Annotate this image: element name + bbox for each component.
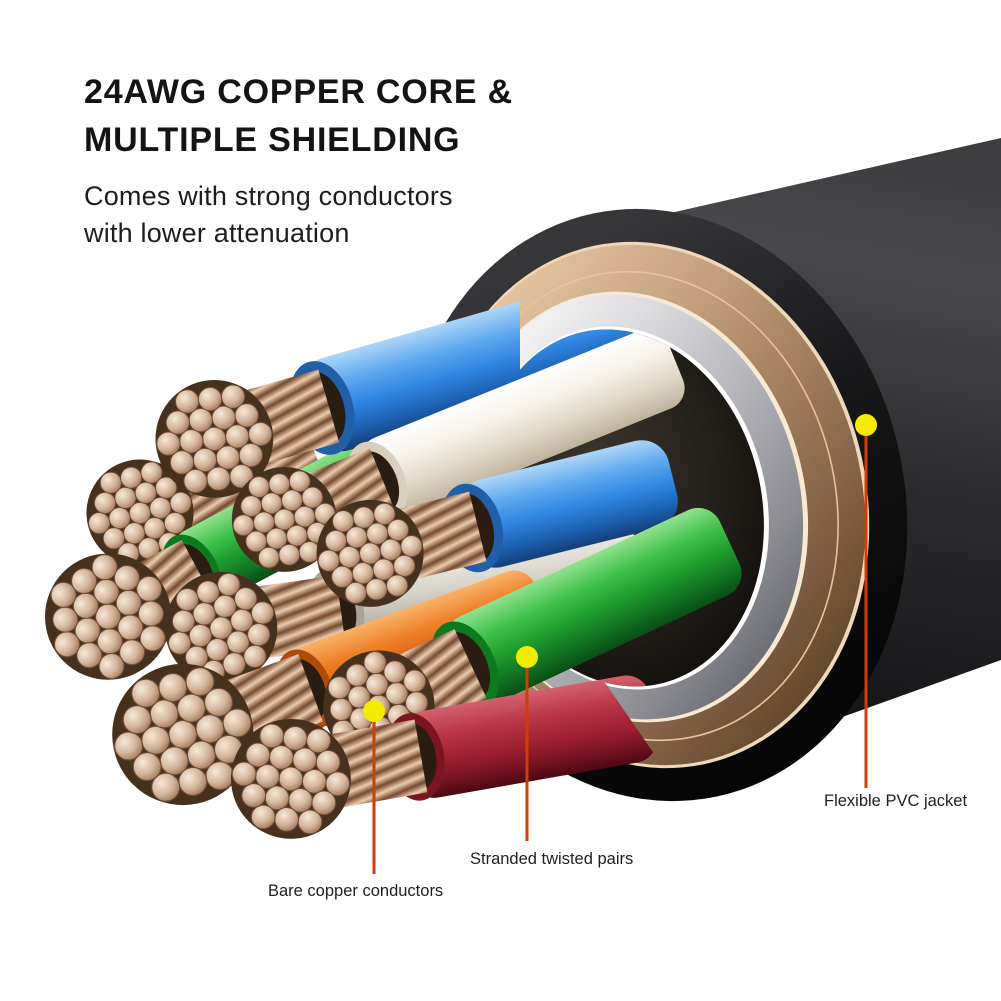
callout-label-stranded-twisted-pairs: Stranded twisted pairs: [470, 850, 633, 868]
callout-dot: [363, 700, 385, 722]
heading-title-line2: MULTIPLE SHIELDING: [84, 121, 461, 159]
wire-red: [224, 675, 658, 846]
callout-flexible-pvc-jacket: Flexible PVC jacket: [824, 414, 967, 810]
wire-blue-center: [307, 440, 678, 616]
heading-title-line1: 24AWG COPPER CORE &: [84, 73, 513, 111]
callout-dot: [516, 646, 538, 668]
callout-stranded-twisted-pairs: Stranded twisted pairs: [470, 646, 633, 868]
callout-dot: [855, 414, 877, 436]
heading-subtitle-line1: Comes with strong conductors: [84, 181, 453, 211]
heading-block: 24AWG COPPER CORE & MULTIPLE SHIELDING C…: [84, 68, 513, 252]
callout-label-flexible-pvc-jacket: Flexible PVC jacket: [824, 792, 967, 810]
heading-subtitle: Comes with strong conductors with lower …: [84, 178, 513, 252]
callout-bare-copper-conductors: Bare copper conductors: [268, 700, 443, 900]
heading-subtitle-line2: with lower attenuation: [84, 218, 350, 248]
callout-label-bare-copper-conductors: Bare copper conductors: [268, 882, 443, 900]
wire-white: [224, 329, 685, 580]
